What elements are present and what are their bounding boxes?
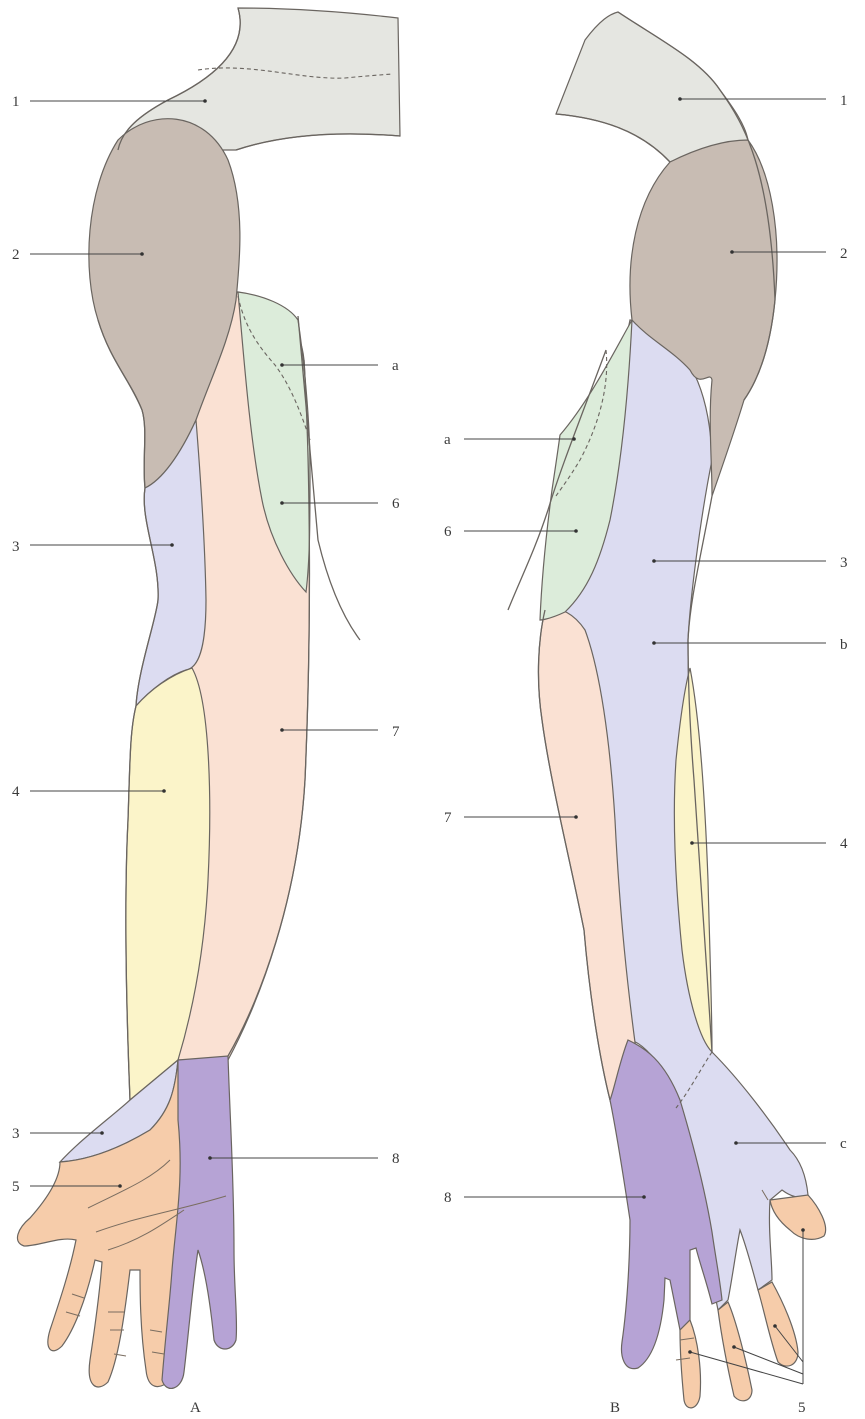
label-a-1: 1: [12, 94, 20, 110]
caption-a: A: [190, 1400, 201, 1416]
zone-5-index-tip: [758, 1282, 798, 1366]
label-b-6: 6: [444, 524, 452, 540]
label-a-3: 3: [12, 539, 20, 555]
label-b-7: 7: [444, 810, 452, 826]
zone-5-ring-tip: [680, 1320, 701, 1408]
caption-b: B: [610, 1400, 620, 1416]
label-a-2: 2: [12, 247, 20, 263]
label-b-8: 8: [444, 1190, 452, 1206]
label-b-2: 2: [840, 246, 848, 262]
zone-5-middle-tip: [718, 1302, 752, 1401]
label-a-8: 8: [392, 1151, 400, 1167]
label-b-c: c: [840, 1136, 847, 1152]
zone-5-thumb-tip: [770, 1195, 826, 1239]
label-b-1: 1: [840, 93, 848, 109]
label-b-4: 4: [840, 836, 848, 852]
label-a-5: 5: [12, 1179, 20, 1195]
panel-posterior: [508, 12, 826, 1408]
label-b-b: b: [840, 637, 848, 653]
label-a-6: 6: [392, 496, 400, 512]
label-a-7: 7: [392, 724, 400, 740]
label-a-a: a: [392, 358, 399, 374]
label-b-a: a: [444, 432, 451, 448]
label-a-4: 4: [12, 784, 20, 800]
panel-anterior: [17, 8, 400, 1388]
label-b-5: 5: [798, 1400, 806, 1416]
label-b-3: 3: [840, 555, 848, 571]
label-a-3-lower: 3: [12, 1126, 20, 1142]
